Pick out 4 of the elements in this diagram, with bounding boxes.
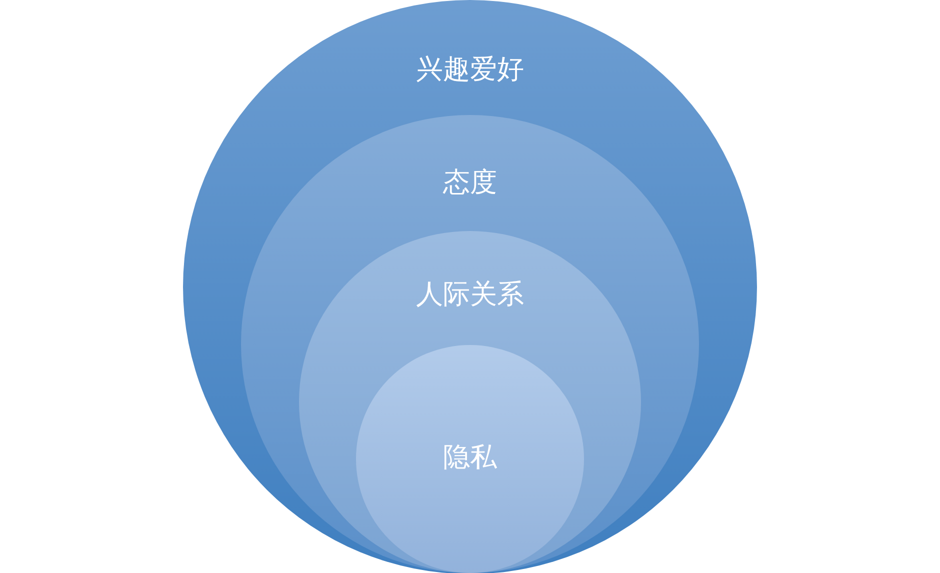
circle-label: 兴趣爱好 xyxy=(416,54,524,86)
circle-label: 态度 xyxy=(443,167,497,199)
circle-label: 人际关系 xyxy=(416,279,524,311)
circle-label: 隐私 xyxy=(443,442,497,474)
